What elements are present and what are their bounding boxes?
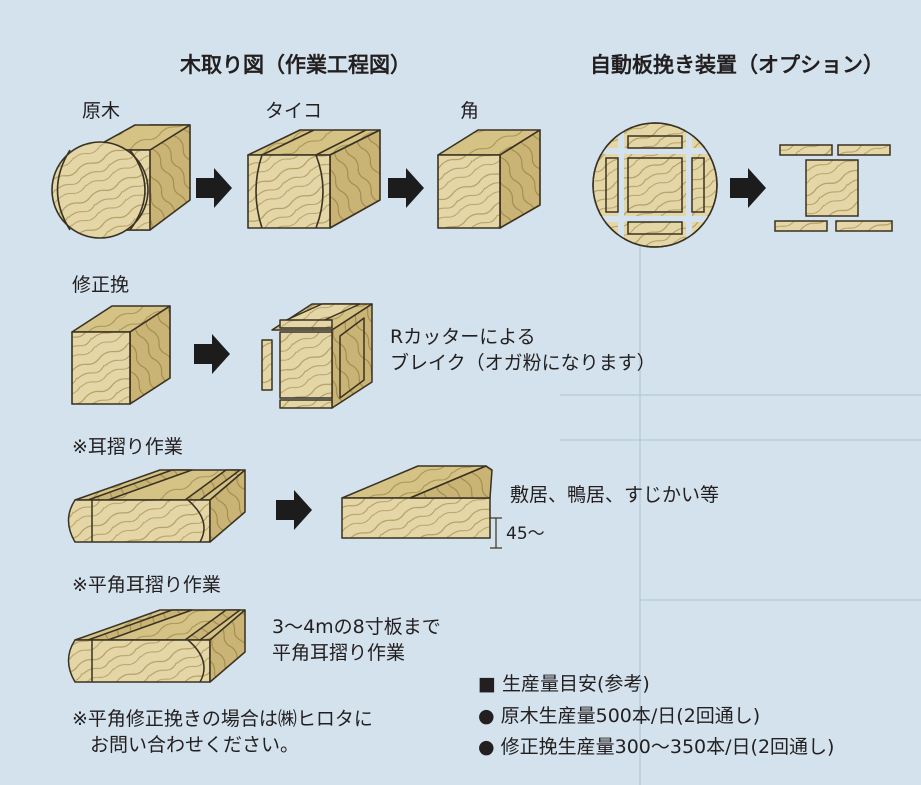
title-auto-board-saw: 自動板挽き装置（オプション）	[590, 53, 884, 77]
log-block-illustration	[51, 124, 191, 239]
flat-edging-text-line1: 3～4mの8寸板まで	[272, 616, 441, 638]
production-item-correction: ● 修正挽生産量300～350本/日(2回通し)	[478, 736, 835, 758]
production-heading: ■ 生産量目安(参考)	[478, 673, 650, 695]
section-correction-sawing: 修正挽	[72, 274, 130, 296]
r-cutter-text-line2: ブレイク（オガ粉になります）	[390, 352, 656, 374]
arrow-edging	[276, 490, 312, 530]
note-line2: お問い合わせください。	[90, 734, 300, 756]
section-flat-edging: ※平角耳摺り作業	[72, 574, 221, 596]
edging-board-after	[341, 465, 502, 549]
flat-edging-board	[67, 609, 246, 683]
r-cutter-text-line1: Rカッターによる	[390, 326, 536, 348]
correction-square-illustration	[71, 305, 171, 405]
edging-uses-text: 敷居、鴨居、すじかい等	[510, 484, 720, 506]
background-panel-lines	[560, 240, 921, 785]
square-block-illustration	[437, 129, 541, 229]
auto-saw-cross-section	[592, 122, 718, 248]
sawn-boards-result	[774, 144, 893, 232]
title-cutting-diagram: 木取り図（作業工程図）	[180, 53, 411, 77]
note-line1: ※平角修正挽きの場合は㈱ヒロタに	[72, 708, 373, 730]
taiko-block-illustration	[247, 129, 381, 229]
r-cutter-break-illustration	[261, 303, 373, 409]
arrow-log-to-taiko	[196, 168, 232, 208]
label-taiko: タイコ	[265, 100, 323, 122]
arrow-taiko-to-square	[388, 168, 424, 208]
production-item-log: ● 原木生産量500本/日(2回通し)	[478, 705, 761, 727]
section-edging: ※耳摺り作業	[72, 436, 183, 458]
label-log: 原木	[82, 100, 121, 122]
label-square: 角	[460, 100, 480, 122]
arrow-correction	[194, 334, 230, 374]
edging-board-before	[67, 469, 246, 543]
edging-dimension-label: 45～	[506, 524, 545, 544]
arrow-saw-result	[730, 168, 766, 208]
flat-edging-text-line2: 平角耳摺り作業	[272, 642, 406, 664]
